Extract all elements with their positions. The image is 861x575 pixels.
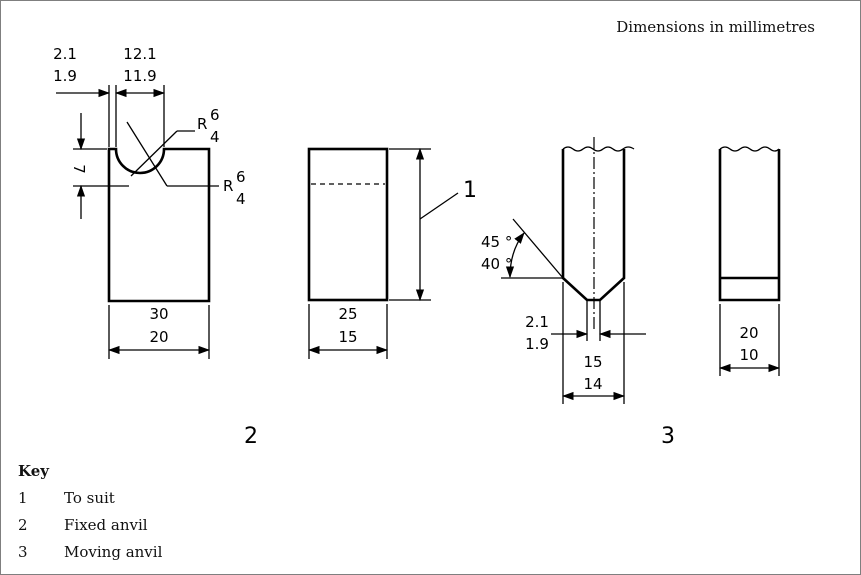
angle-lower: 40 ° bbox=[481, 255, 512, 273]
view-label-moving: 3 bbox=[661, 424, 675, 449]
notch-depth-dimension: 7 bbox=[70, 113, 129, 219]
notch-depth-value: 7 bbox=[70, 164, 88, 174]
fixed-width-upper: 30 bbox=[149, 305, 168, 323]
fixed-anvil-side-view bbox=[307, 147, 389, 302]
key-num: 3 bbox=[18, 543, 28, 561]
radius-outer-label: R bbox=[197, 115, 207, 133]
moving-width-lower: 14 bbox=[583, 375, 602, 393]
key-num: 1 bbox=[18, 489, 28, 507]
side-width-lower: 15 bbox=[338, 328, 357, 346]
key-text: Fixed anvil bbox=[64, 516, 148, 534]
tip-width-lower: 1.9 bbox=[525, 335, 549, 353]
radius-outer-min: 4 bbox=[210, 128, 220, 146]
radius-inner-min: 4 bbox=[236, 190, 246, 208]
fixed-anvil-width-dimension: 30 20 bbox=[107, 305, 211, 359]
tip-width-upper: 2.1 bbox=[525, 313, 549, 331]
radius-inner-label: R bbox=[223, 177, 233, 195]
callout-1: 1 bbox=[463, 178, 477, 203]
key-text: Moving anvil bbox=[64, 543, 163, 561]
moving-width-upper: 15 bbox=[583, 353, 602, 371]
side-width-upper: 25 bbox=[338, 305, 357, 323]
tip-width-dimension: 2.1 1.9 bbox=[525, 313, 646, 353]
fixed-width-lower: 20 bbox=[149, 328, 168, 346]
key-num: 2 bbox=[18, 516, 28, 534]
moving-side-width-lower: 10 bbox=[739, 346, 758, 364]
key-legend: Key 1 To suit 2 Fixed anvil 3 Moving anv… bbox=[18, 462, 163, 561]
moving-side-width-dimension: 20 10 bbox=[718, 304, 781, 376]
notch-offset-upper: 12.1 bbox=[123, 45, 156, 63]
radius-outer-max: 6 bbox=[210, 106, 220, 124]
dimensions-note: Dimensions in millimetres bbox=[616, 18, 815, 36]
tip-angle-dimension: 45 ° 40 ° bbox=[481, 218, 564, 279]
fixed-anvil-front-view bbox=[107, 147, 211, 303]
moving-side-width-upper: 20 bbox=[739, 324, 758, 342]
moving-anvil-side-view bbox=[718, 146, 781, 302]
notch-width-lower: 1.9 bbox=[53, 67, 77, 85]
key-title: Key bbox=[18, 462, 50, 480]
key-text: To suit bbox=[64, 489, 115, 507]
angle-upper: 45 ° bbox=[481, 233, 512, 251]
radius-callouts: R 6 4 R 6 4 bbox=[126, 106, 246, 208]
radius-inner-max: 6 bbox=[236, 168, 246, 186]
notch-width-upper: 2.1 bbox=[53, 45, 77, 63]
to-suit-dimension: 1 bbox=[389, 147, 477, 302]
moving-anvil-width-dimension: 15 14 bbox=[561, 282, 626, 404]
view-label-fixed: 2 bbox=[244, 424, 258, 449]
side-width-dimension: 25 15 bbox=[307, 304, 389, 359]
fixed-anvil-notch-dimensions: 2.1 1.9 12.1 11.9 bbox=[53, 45, 166, 147]
notch-offset-lower: 11.9 bbox=[123, 67, 156, 85]
